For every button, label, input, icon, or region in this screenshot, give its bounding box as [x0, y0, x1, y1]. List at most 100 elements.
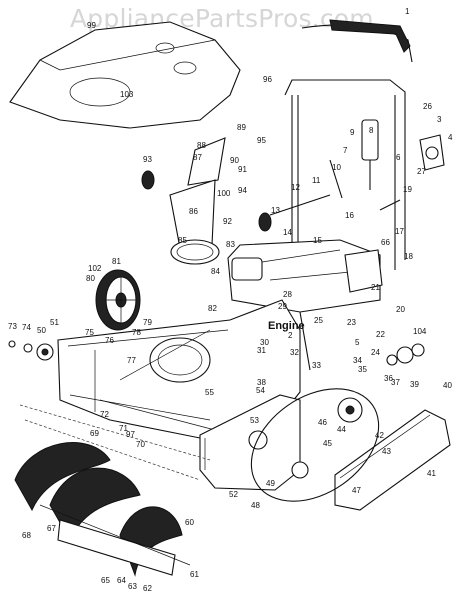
part-callout-2: 2: [288, 331, 293, 340]
part-callout-78: 78: [132, 328, 141, 337]
auger: [14, 442, 191, 577]
part-callout-9: 9: [350, 128, 355, 137]
part-callout-45: 45: [323, 439, 332, 448]
part-callout-100: 100: [217, 189, 231, 198]
part-callout-84: 84: [211, 267, 220, 276]
part-callout-64: 64: [117, 576, 126, 585]
part-callout-89: 89: [237, 123, 246, 132]
discharge-chute: [169, 137, 226, 265]
part-callout-55: 55: [205, 388, 214, 397]
part-callout-42: 42: [375, 431, 384, 440]
part-callout-85: 85: [178, 236, 187, 245]
part-callout-77: 77: [127, 356, 136, 365]
part-callout-28: 28: [283, 290, 292, 299]
part-callout-23: 23: [347, 318, 356, 327]
part-callout-70: 70: [136, 440, 145, 449]
part-callout-65: 65: [101, 576, 110, 585]
part-callout-11: 11: [312, 176, 321, 185]
part-callout-1: 1: [405, 7, 410, 16]
part-callout-47: 47: [352, 486, 361, 495]
part-callout-83: 83: [226, 240, 235, 249]
part-callout-52: 52: [229, 490, 238, 499]
frame: [199, 394, 301, 491]
belt-drive: [250, 343, 425, 502]
part-callout-96: 96: [263, 75, 272, 84]
part-callout-81: 81: [112, 257, 121, 266]
part-callout-73: 73: [8, 322, 17, 331]
part-callout-80: 80: [86, 274, 95, 283]
part-callout-30: 30: [260, 338, 269, 347]
part-callout-8: 8: [369, 126, 374, 135]
part-callout-76: 76: [105, 336, 114, 345]
belt-cover: [334, 409, 451, 511]
part-callout-25: 25: [314, 316, 323, 325]
part-callout-16: 16: [345, 211, 354, 220]
part-callout-99: 99: [87, 21, 96, 30]
wheel-hub-parts: [8, 340, 54, 361]
part-callout-97: 97: [126, 430, 135, 439]
part-callout-40: 40: [443, 381, 452, 390]
part-callout-41: 41: [427, 469, 436, 478]
part-callout-102: 102: [88, 264, 102, 273]
part-callout-93: 93: [143, 155, 152, 164]
part-callout-71: 71: [119, 424, 128, 433]
part-callout-4: 4: [448, 133, 453, 142]
part-callout-48: 48: [251, 501, 260, 510]
part-callout-53: 53: [250, 416, 259, 425]
part-callout-92: 92: [223, 217, 232, 226]
part-callout-91: 91: [238, 165, 247, 174]
part-callout-27: 27: [417, 167, 426, 176]
part-callout-29: 29: [278, 302, 287, 311]
part-callout-94: 94: [238, 186, 247, 195]
part-callout-24: 24: [371, 348, 380, 357]
part-callout-37: 37: [391, 378, 400, 387]
wheel: [95, 269, 141, 331]
part-number-callouts: 1234567891011121314151617181920212223242…: [8, 7, 453, 593]
part-callout-10: 10: [332, 163, 341, 172]
part-callout-74: 74: [22, 323, 31, 332]
part-callout-88: 88: [197, 141, 206, 150]
part-callout-60: 60: [185, 518, 194, 527]
part-callout-17: 17: [395, 227, 404, 236]
part-callout-32: 32: [290, 348, 299, 357]
part-callout-18: 18: [404, 252, 413, 261]
part-callout-44: 44: [337, 425, 346, 434]
part-callout-72: 72: [100, 410, 109, 419]
part-callout-51: 51: [50, 318, 59, 327]
part-callout-19: 19: [403, 185, 412, 194]
part-callout-12: 12: [291, 183, 300, 192]
part-callout-75: 75: [85, 328, 94, 337]
part-callout-69: 69: [90, 429, 99, 438]
part-callout-63: 63: [128, 582, 137, 591]
part-callout-35: 35: [358, 365, 367, 374]
part-callout-50: 50: [37, 326, 46, 335]
part-callout-39: 39: [410, 380, 419, 389]
part-callout-104: 104: [413, 327, 427, 336]
part-callout-34: 34: [353, 356, 362, 365]
part-callout-43: 43: [382, 447, 391, 456]
part-callout-15: 15: [313, 236, 322, 245]
part-callout-68: 68: [22, 531, 31, 540]
part-callout-67: 67: [47, 524, 56, 533]
top-cover-panel: [9, 21, 241, 129]
part-callout-61: 61: [190, 570, 199, 579]
part-callout-13: 13: [271, 206, 280, 215]
part-callout-14: 14: [283, 228, 292, 237]
part-callout-79: 79: [143, 318, 152, 327]
part-callout-3: 3: [437, 115, 442, 124]
part-callout-5: 5: [355, 338, 360, 347]
part-callout-86: 86: [189, 207, 198, 216]
auger-housing: [57, 299, 301, 441]
part-callout-62: 62: [143, 584, 152, 593]
control-parts: [141, 119, 445, 232]
part-callout-95: 95: [257, 136, 266, 145]
part-callout-21: 21: [371, 283, 380, 292]
part-callout-33: 33: [312, 361, 321, 370]
part-callout-31: 31: [257, 346, 266, 355]
part-callout-36: 36: [384, 374, 393, 383]
part-callout-26: 26: [423, 102, 432, 111]
engine: [227, 239, 383, 371]
part-callout-54: 54: [256, 386, 265, 395]
engine-label: Engine: [268, 320, 305, 332]
